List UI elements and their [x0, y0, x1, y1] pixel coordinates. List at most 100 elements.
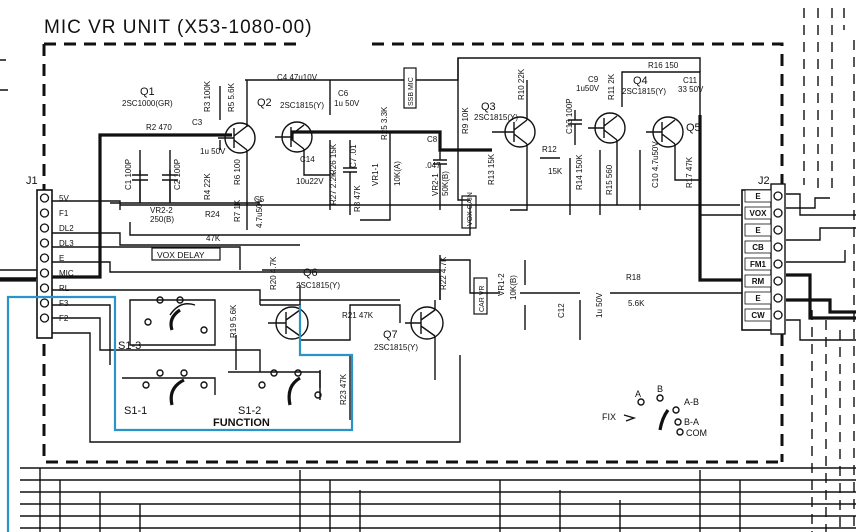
r12-label: R12: [542, 145, 557, 154]
svg-text:B: B: [657, 384, 663, 394]
j1-pin-label: DL3: [59, 239, 74, 248]
c9-label: C9: [588, 75, 599, 84]
c7-label: C7 .01: [349, 144, 358, 168]
svg-text:B-A: B-A: [684, 417, 699, 427]
r18-label: R18: [626, 273, 641, 282]
svg-text:S1-3: S1-3: [118, 340, 141, 352]
vr1-label: VR1-1: [371, 163, 380, 186]
j2-pin-label: RM: [752, 277, 765, 286]
vr12v-label: 10K(B): [509, 275, 518, 300]
c11-label: C11: [683, 76, 698, 85]
j1-pin: [39, 238, 50, 248]
j2-pin: [773, 191, 783, 201]
c8v-label: .047: [425, 161, 441, 170]
r26-label: R26 15K: [329, 143, 338, 175]
q7-ref: Q7: [383, 329, 398, 341]
svg-text:SSB MIC: SSB MIC: [408, 77, 415, 106]
j2-pin: [773, 276, 783, 286]
c12v-label: 1u 50V: [595, 292, 604, 318]
c3-label: C3: [192, 118, 203, 127]
r16-label: R16 150: [648, 61, 679, 70]
q5-ref: Q5: [686, 122, 701, 134]
r24-label: R24: [205, 210, 220, 219]
label-ssb-mic: SSB MIC: [403, 67, 417, 109]
r19-label: R19 5.6K: [229, 304, 238, 338]
vr2v-label: 50K(B): [441, 171, 450, 196]
c5v-label: 4.7u50V: [255, 198, 264, 228]
c14-label: C14: [300, 155, 315, 164]
mic-signal-line: [52, 133, 232, 279]
c8-label: C8: [427, 135, 438, 144]
j1-pin-label: MIC: [59, 269, 74, 278]
vr1v-label: 10K(A): [393, 161, 402, 186]
transistor-q4: Q4 2SC1815(Y): [588, 75, 666, 144]
r21-label: R21 47K: [342, 311, 374, 320]
vr22-label: VR2-2: [150, 206, 173, 215]
svg-text:VOX DELAY: VOX DELAY: [157, 250, 205, 260]
label-car-vr: CAR VR: [473, 277, 488, 315]
c3v-label: 1u 50V: [200, 147, 226, 156]
highlight-function-region: [6, 295, 354, 532]
r2-label: R2 470: [146, 123, 172, 132]
transistor-q2: Q2 2SC1815(Y): [257, 97, 324, 153]
j2-pin: [773, 225, 783, 235]
q6-part: 2SC1815(Y): [296, 281, 340, 290]
q2-ref: Q2: [257, 97, 272, 109]
j1-pin-label: E: [59, 254, 64, 263]
vr12-label: VR1-2: [497, 273, 506, 296]
transistor-q7: Q7 2SC1815(Y): [374, 306, 444, 352]
switch-s1-3: S1-3: [118, 296, 216, 352]
svg-text:FIX: FIX: [602, 412, 616, 422]
j2-label: J2: [758, 175, 770, 187]
q7-part: 2SC1815(Y): [374, 343, 418, 352]
r18v-label: 5.6K: [628, 299, 645, 308]
r17-label: R17 47K: [685, 156, 694, 188]
r7-label: R7 1K: [233, 199, 242, 222]
c14v-label: 10u22V: [296, 177, 324, 186]
q1-ref: Q1: [140, 86, 155, 98]
c6v-label: 1u 50V: [334, 99, 360, 108]
j1-pin: [39, 298, 50, 308]
j1-pin: [39, 313, 50, 323]
j2-pin: [773, 310, 783, 320]
transistor-q5: Q5: [646, 116, 701, 148]
j1-pin: [39, 208, 50, 218]
component-labels: R2 470 C3 1u 50V R3 100K R5 5.6K C4 47u1…: [124, 61, 704, 405]
r9-label: R9 10K: [461, 107, 470, 134]
c4-label: C4 47u10V: [277, 73, 318, 82]
r6-label: R6 100: [233, 159, 242, 185]
j2-pin: [773, 242, 783, 252]
j1-pin-label: F1: [59, 209, 69, 218]
label-vox-delay: VOX DELAY: [151, 247, 221, 261]
c6-label: C6: [338, 89, 349, 98]
r8-label: R8 47K: [353, 185, 362, 212]
q6-ref: Q6: [303, 267, 318, 279]
svg-text:COM: COM: [686, 428, 707, 438]
j2-pin-label: E: [755, 226, 761, 235]
r12v-label: 15K: [548, 167, 563, 176]
j1-pin: [39, 283, 50, 293]
svg-text:S1-2: S1-2: [238, 405, 261, 417]
r24v-label: 47K: [206, 234, 221, 243]
svg-text:A-B: A-B: [684, 397, 699, 407]
svg-text:CAR VR: CAR VR: [479, 286, 486, 312]
r27-label: R27 2.2K: [329, 171, 338, 205]
c12-label: C12: [557, 303, 566, 318]
r14-label: R14 150K: [575, 154, 584, 190]
j1-pin-label: 5V: [59, 194, 69, 203]
switch-legend: FIX A B A-B B-A COM: [602, 384, 707, 438]
j2-pin-label: E: [755, 192, 761, 201]
r15-label: R15 560: [605, 164, 614, 195]
j1-pin-label: DL2: [59, 224, 74, 233]
j2-pin: [773, 259, 783, 269]
j1-pin: [39, 223, 50, 233]
transistor-q3: Q3 2SC1815(Y): [474, 101, 536, 148]
j2-pin-label: E: [755, 294, 761, 303]
r11-label: R11 2K: [607, 73, 616, 100]
transistor-q6: Q6 2SC1815(Y): [268, 267, 340, 340]
r25-label: R25 3.3K: [380, 106, 389, 140]
q4-part: 2SC1815(Y): [622, 87, 666, 96]
c11v-label: 33 50V: [678, 85, 704, 94]
q2-part: 2SC1815(Y): [280, 101, 324, 110]
